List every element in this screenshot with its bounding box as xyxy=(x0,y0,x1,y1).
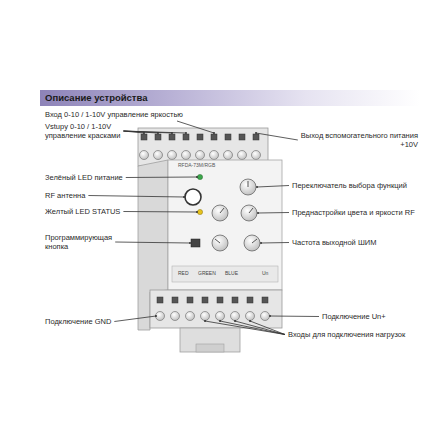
leader-dot xyxy=(219,320,221,322)
callout-label: Частота выходной ШИМ xyxy=(292,238,376,247)
leader-dot xyxy=(256,186,258,188)
title-band: Описание устройства xyxy=(40,90,420,106)
callout-label: Подключение Un+ xyxy=(322,312,386,321)
leader-dot xyxy=(196,211,198,213)
leader-line xyxy=(258,212,289,214)
title-text: Описание устройства xyxy=(40,90,420,106)
panel-marking: Un xyxy=(262,270,268,276)
callout-label: Программирующая кнопка xyxy=(45,233,130,251)
leader-line xyxy=(250,321,285,335)
callout-label: RF антенна xyxy=(45,191,85,200)
panel-marking: BLUE xyxy=(225,270,238,276)
callout-label: Преднастройки цвета и яркости RF xyxy=(292,208,415,217)
callout-label: Vstupy 0-10 / 1-10V управление красками xyxy=(45,122,135,140)
callout-label: Вход 0-10 / 1-10V управление яркостью xyxy=(45,110,183,119)
leader-dot xyxy=(257,212,259,214)
leader-dot xyxy=(249,320,251,322)
leader-line xyxy=(114,316,156,322)
callout-label: Подключение GND xyxy=(45,317,111,326)
leader-dot xyxy=(269,315,271,317)
callout-label: Переключатель выбора функций xyxy=(292,181,407,190)
leader-dot xyxy=(189,242,191,244)
leader-line xyxy=(123,211,197,213)
leader-dot xyxy=(185,132,187,134)
panel-marking: RFDA-73M/RGB xyxy=(178,162,215,168)
leader-line xyxy=(270,316,319,318)
leader-line xyxy=(88,196,184,198)
callout-label: Желтый LED STATUS xyxy=(45,207,120,216)
leader-line xyxy=(123,131,186,133)
leader-dot xyxy=(204,320,206,322)
callout-label: Выход вспомогательного питания +10V xyxy=(300,131,418,149)
panel-marking: GREEN xyxy=(198,270,216,276)
leader-dot xyxy=(155,315,157,317)
leader-dot xyxy=(260,242,262,244)
leader-line xyxy=(220,321,285,335)
leader-dot xyxy=(213,132,215,134)
leader-dot xyxy=(183,196,185,198)
leader-dot xyxy=(255,132,257,134)
leader-line xyxy=(115,242,190,243)
callout-label: Зелёный LED питание xyxy=(45,173,123,182)
leader-line xyxy=(261,242,289,244)
leader-line xyxy=(257,186,289,188)
leader-line xyxy=(126,177,197,179)
leader-dot xyxy=(196,176,198,178)
callout-label: Входы для подключения нагрузок xyxy=(288,330,405,339)
panel-marking: RED xyxy=(178,270,189,276)
leader-dot xyxy=(234,320,236,322)
leader-line xyxy=(256,133,298,140)
leader-line xyxy=(205,321,285,335)
leader-line xyxy=(235,321,285,335)
leader-line xyxy=(177,121,214,133)
